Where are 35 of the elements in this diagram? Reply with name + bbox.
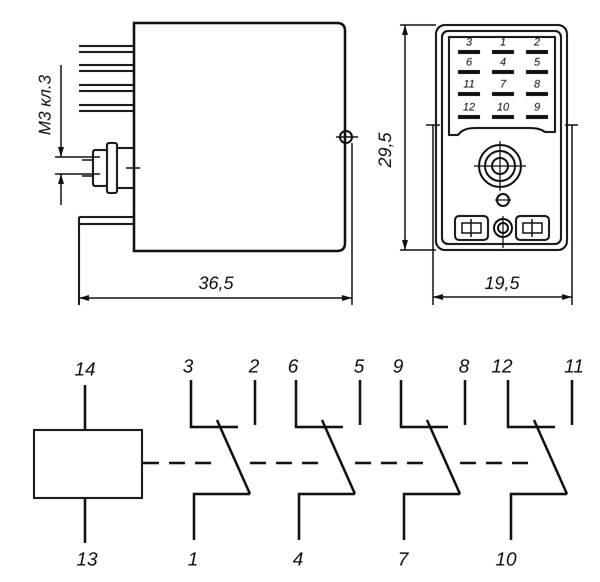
thread-size: М3 кл.3 xyxy=(36,74,54,136)
pin-number: 7 xyxy=(500,80,506,90)
terminal-number: 1 xyxy=(188,550,198,570)
pin-number: 4 xyxy=(500,58,506,68)
dimension-label: 29,5 xyxy=(376,132,394,168)
pin-number: 2 xyxy=(534,38,540,48)
terminal-number: 2 xyxy=(248,358,260,376)
contact-blade xyxy=(320,420,356,494)
terminal-number: 11 xyxy=(564,358,584,376)
dimension-label: 19,5 xyxy=(484,274,520,292)
contact-blade xyxy=(532,420,568,494)
terminal-number: 5 xyxy=(354,358,364,376)
terminal-number: 3 xyxy=(182,358,194,376)
terminal-number: 14 xyxy=(74,360,96,380)
terminal-number: 12 xyxy=(491,358,513,376)
terminal-number: 4 xyxy=(292,550,304,570)
terminal-number: 13 xyxy=(76,550,98,570)
pin-number: 12 xyxy=(462,102,476,114)
pin-number: 8 xyxy=(534,80,540,90)
terminal-number: 8 xyxy=(458,358,470,376)
terminal-number: 6 xyxy=(288,358,298,376)
pin-number: 5 xyxy=(534,58,540,68)
pin-number: 11 xyxy=(463,80,475,90)
pin-number: 1 xyxy=(500,38,506,48)
terminal-number: 10 xyxy=(495,550,517,570)
pin-number: 9 xyxy=(534,102,540,114)
pin-number: 3 xyxy=(466,38,472,48)
pin-number: 6 xyxy=(466,58,472,68)
contact-blade xyxy=(216,420,252,494)
pin-number: 10 xyxy=(496,102,510,114)
contact-blade xyxy=(426,420,462,494)
terminal-number: 9 xyxy=(392,358,404,376)
coil-box xyxy=(33,429,143,499)
terminal-number: 7 xyxy=(398,550,408,570)
dimension-label: 36,5 xyxy=(198,274,234,292)
